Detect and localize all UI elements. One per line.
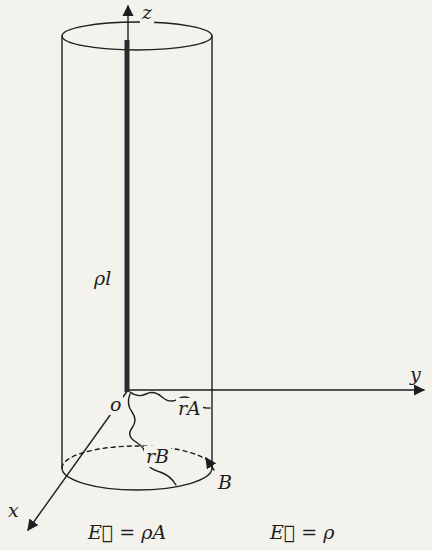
axis-label: rB: [144, 446, 171, 467]
cylinder-side: [61, 36, 62, 468]
cylinder-side: [211, 36, 212, 468]
axis-label: x: [6, 500, 21, 521]
cylinder-top: [62, 22, 212, 50]
axis-label: E⃗ = ρ: [268, 522, 336, 543]
axis-label: E⃗ = ρA: [86, 522, 168, 543]
radius-b: [128, 394, 176, 485]
axis-label: rA: [176, 398, 203, 419]
axis-label: B: [216, 472, 234, 493]
axis-label: o: [108, 394, 123, 415]
cylinder-bottom-back: [62, 446, 212, 468]
axis-label: z: [140, 2, 154, 23]
axis-label: y: [408, 364, 423, 385]
y-axis: [128, 389, 424, 390]
cylinder-bottom-front: [62, 468, 212, 490]
line-charge: [125, 40, 130, 392]
x-axis: [28, 390, 128, 530]
pointer-arrow: [206, 458, 214, 470]
axis-label: ρl: [92, 268, 113, 289]
